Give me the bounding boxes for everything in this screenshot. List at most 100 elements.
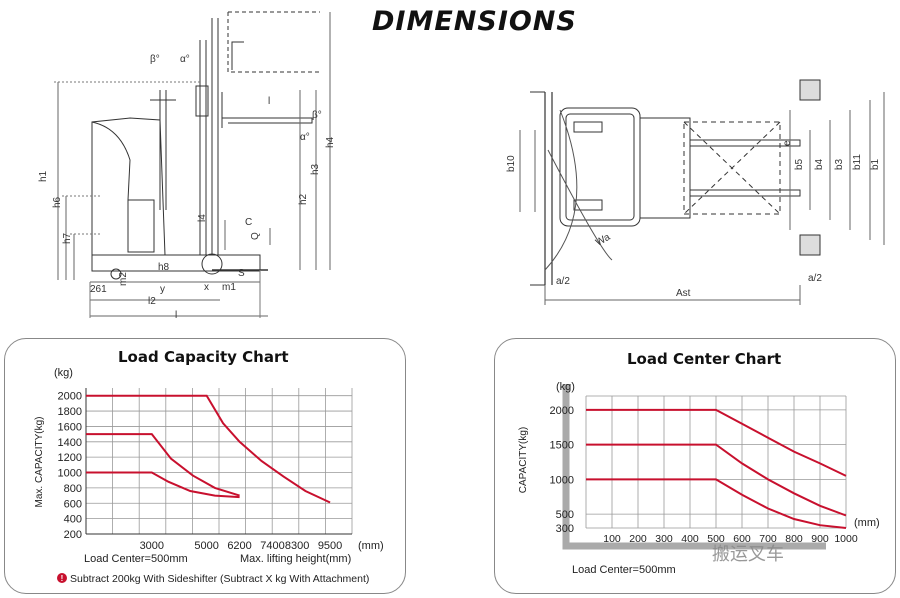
top-dim-label: e [782, 140, 793, 146]
top-dim-label: b11 [852, 154, 863, 170]
y-tick-label: 1000 [550, 474, 574, 486]
top-dim-label: b1 [870, 158, 881, 170]
side-dim-label: h6 [52, 196, 63, 208]
x-tick-label: 200 [629, 533, 647, 545]
side-dim-label: h2 [298, 193, 309, 205]
y-tick-label: 1200 [58, 452, 82, 464]
x-tick-label: 100 [603, 533, 621, 545]
capacity-series-line [86, 394, 331, 504]
pallet [683, 121, 781, 215]
capacity-series-line [586, 408, 847, 477]
top-dim-label: a/2 [808, 273, 822, 284]
side-dim-label: h3 [310, 163, 321, 175]
y-tick-label: 400 [64, 514, 82, 526]
chassis [91, 254, 261, 272]
page-title: DIMENSIONS [372, 6, 577, 37]
side-dim-label: h1 [38, 170, 49, 182]
x-tick-label: 700 [759, 533, 777, 545]
y-tick-label: 1600 [58, 421, 82, 433]
warning-icon: ! [57, 573, 67, 583]
x-unit-label: (mm) [854, 517, 880, 529]
y-axis-label: CAPACITY(kg) [518, 427, 529, 494]
sideshifter-note: Subtract 200kg With Sideshifter (Subtrac… [70, 573, 369, 585]
load-center-footer: Load Center=500mm [84, 553, 188, 565]
side-dim-label: m1 [222, 282, 236, 293]
side-dim-label: α° [180, 54, 190, 65]
x-tick-label: 400 [681, 533, 699, 545]
y-tick-label: 200 [64, 529, 82, 541]
x-tick-label: 600 [733, 533, 751, 545]
x-unit-label: (mm) [358, 540, 384, 552]
load-center-chart: 2000 1500 1000 500 300 100 200 300 400 500 600 700 8… [518, 381, 880, 576]
x-tick-label: 6200 [227, 540, 251, 552]
aisle-wall-left [544, 92, 553, 285]
load-capacity-chart: 2000180016001400120010008006004002003000… [34, 367, 384, 585]
side-dim-label: y [160, 284, 165, 295]
x-tick-label: 1000 [834, 533, 858, 545]
load-center-title: Load Center Chart [627, 350, 782, 368]
capacity-series-line [586, 443, 847, 517]
load-center-panel [494, 338, 896, 594]
battery-box [127, 199, 155, 253]
y-axis-label: Max. CAPACITY(kg) [34, 417, 45, 508]
y-tick-label: 600 [64, 498, 82, 510]
y-tick-label: 1800 [58, 406, 82, 418]
x-tick-label: 7400 [260, 540, 284, 552]
y-tick-label: 1400 [58, 437, 82, 449]
side-dim-label: S [238, 268, 245, 279]
top-dim-label: b5 [794, 158, 805, 170]
x-tick-label: 300 [655, 533, 673, 545]
side-dim-label: h7 [62, 232, 73, 244]
forks-top [690, 139, 801, 197]
x-tick-label: 9500 [318, 540, 342, 552]
x-tick-label: 800 [785, 533, 803, 545]
load-capacity-title: Load Capacity Chart [118, 348, 289, 366]
warning-glyph: ! [61, 574, 64, 583]
mast [199, 18, 219, 255]
side-dim-label: l [268, 96, 270, 107]
side-dim-label: x [204, 282, 209, 293]
side-dim-label: 261 [90, 284, 107, 295]
top-dim-label: Ast [676, 288, 691, 299]
side-dim-label: h4 [325, 136, 336, 148]
side-dim-label: β° [150, 54, 160, 65]
y-unit-label: (kg) [556, 381, 575, 393]
load-center-footer: Load Center=500mm [572, 564, 676, 576]
y-tick-label: 1500 [550, 440, 574, 452]
truck-top-outline [559, 107, 641, 227]
y-unit-label: (kg) [54, 367, 73, 379]
side-dim-label: m2 [118, 272, 129, 286]
side-dim-label: β° [312, 110, 322, 121]
side-dim-label: l [175, 310, 177, 321]
y-tick-label: 2000 [58, 391, 82, 403]
truck-body [91, 117, 166, 262]
top-dim-label: Wa [594, 232, 613, 249]
fork [222, 117, 313, 124]
capacity-series-line [586, 478, 847, 529]
watermark-text: 搬运叉车 [712, 544, 784, 565]
side-dim-label: h8 [158, 262, 170, 273]
load-capacity-panel [4, 338, 406, 594]
side-dim-label: α° [300, 132, 310, 143]
side-dim-label: C [245, 217, 252, 228]
y-tick-label: 1000 [58, 468, 82, 480]
capacity-series-line [86, 471, 240, 499]
y-tick-label: 2000 [550, 405, 574, 417]
side-dim-label: l4 [197, 214, 208, 222]
capacity-series-line [86, 433, 240, 497]
top-dim-label: a/2 [556, 276, 570, 287]
lifting-height-footer: Max. lifting height(mm) [240, 553, 351, 565]
side-dim-label: l2 [148, 296, 156, 307]
top-dim-label: b10 [506, 155, 517, 172]
top-dim-label: b3 [834, 158, 845, 170]
chart-bracket-frame [562, 384, 826, 550]
y-tick-label: 800 [64, 483, 82, 495]
x-tick-label: 500 [707, 533, 725, 545]
y-tick-label: 300 [556, 523, 574, 535]
y-tick-label: 500 [556, 509, 574, 521]
x-tick-label: 8300 [285, 540, 309, 552]
drive-wheel [110, 268, 122, 280]
side-dim-label: Q [250, 232, 261, 240]
x-tick-label: 5000 [194, 540, 218, 552]
